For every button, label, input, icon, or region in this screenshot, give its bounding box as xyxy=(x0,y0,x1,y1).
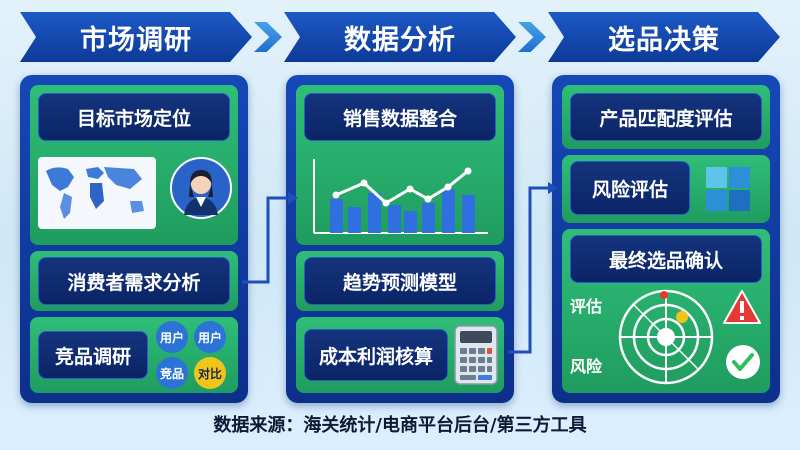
stage-1-title: 市场调研 xyxy=(80,24,192,56)
cost-profit-box: 成本利润核算 xyxy=(296,317,504,393)
user-bubble: 用户 xyxy=(156,321,188,353)
check-circle-icon xyxy=(726,345,760,379)
trend-model-box: 趋势预测模型 xyxy=(296,251,504,311)
consumer-demand-box: 消费者需求分析 xyxy=(30,251,238,311)
risk-evaluation-label: 风险评估 xyxy=(570,161,690,215)
stage-1-panel: 目标市场定位 消费者需求分析 竞品调研 用户 用户 竞品 对比 xyxy=(20,75,248,403)
trend-model-label: 趋势预测模型 xyxy=(304,257,496,305)
stage-3-panel: 产品匹配度评估 风险评估 最终选品确认 评估 风险 xyxy=(552,75,780,403)
stage-2-title: 数据分析 xyxy=(344,24,456,56)
stage-1-header: 市场调研 xyxy=(20,12,252,62)
compare-bubble: 对比 xyxy=(194,357,226,389)
competitor-research-label: 竞品调研 xyxy=(38,331,148,379)
calculator-icon xyxy=(454,325,498,385)
match-evaluation-box: 产品匹配度评估 xyxy=(562,85,770,149)
radar-label-risk: 风险 xyxy=(570,357,603,376)
bar-line-chart-icon xyxy=(313,159,488,234)
stage-3-title: 选品决策 xyxy=(608,24,720,56)
target-market-box: 目标市场定位 xyxy=(30,85,238,245)
warning-icon xyxy=(723,290,761,324)
competitor-research-box: 竞品调研 用户 用户 竞品 对比 xyxy=(30,317,238,393)
final-selection-label: 最终选品确认 xyxy=(570,235,762,283)
radar-icon xyxy=(618,289,714,385)
window-tiles-icon xyxy=(706,167,750,211)
cost-profit-label: 成本利润核算 xyxy=(304,329,448,381)
stage-2-header: 数据分析 xyxy=(284,12,516,62)
sales-data-box: 销售数据整合 xyxy=(296,85,504,245)
competitor-bubble: 竞品 xyxy=(156,357,188,389)
user-bubble: 用户 xyxy=(194,321,226,353)
consumer-demand-label: 消费者需求分析 xyxy=(38,257,230,305)
stage-2-panel: 销售数据整合 趋势预测模型 成本利润核算 xyxy=(286,75,514,403)
data-source-note: 数据来源：海关统计/电商平台后台/第三方工具 xyxy=(213,415,587,436)
radar-label-evaluate: 评估 xyxy=(570,297,603,316)
stage-3-header: 选品决策 xyxy=(548,12,780,62)
user-avatar-icon xyxy=(170,157,232,219)
final-selection-box: 最终选品确认 评估 风险 xyxy=(562,229,770,393)
match-evaluation-label: 产品匹配度评估 xyxy=(570,93,762,141)
risk-evaluation-box: 风险评估 xyxy=(562,155,770,223)
world-map-icon xyxy=(38,157,156,229)
target-market-label: 目标市场定位 xyxy=(38,93,230,141)
sales-data-label: 销售数据整合 xyxy=(304,93,496,141)
